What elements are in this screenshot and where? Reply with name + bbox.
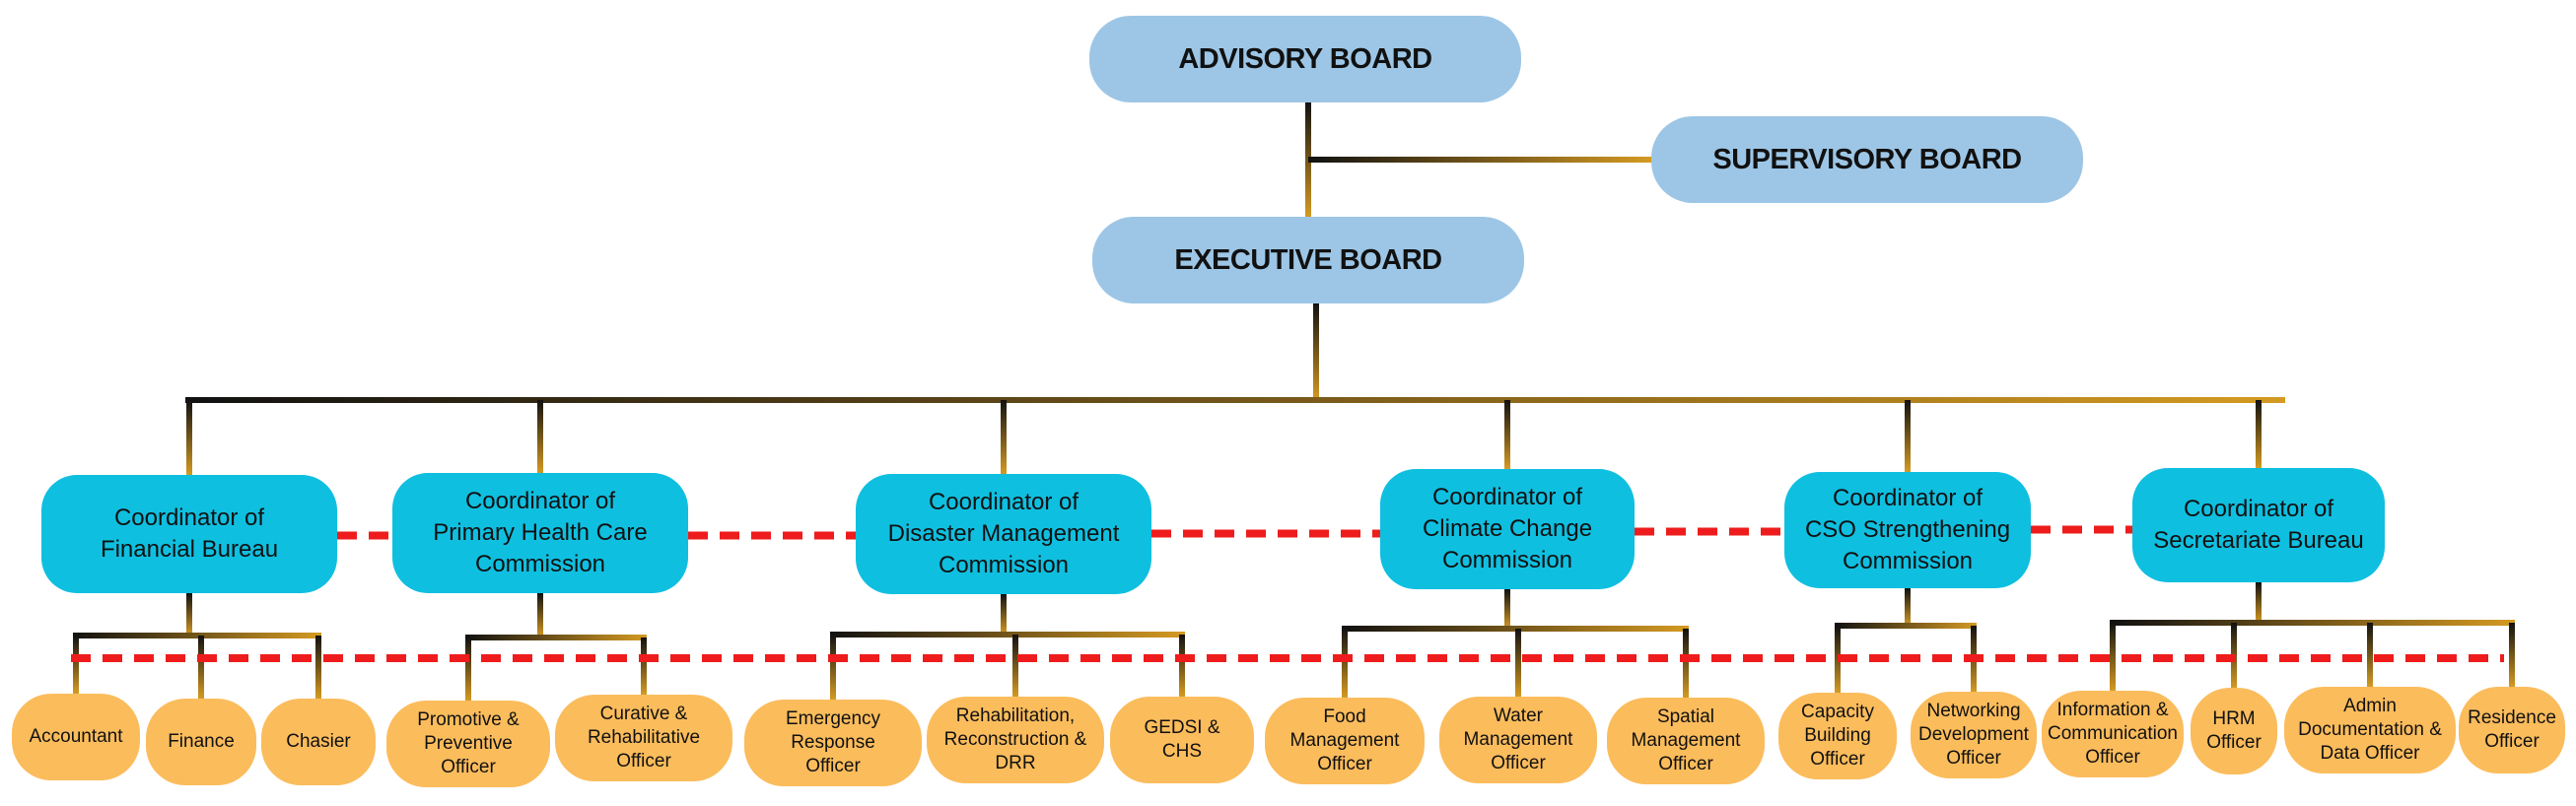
- officer-node-information-communication-officer[interactable]: Information & Communication Officer: [2042, 691, 2184, 777]
- officer-drop-line-3-3: [1179, 635, 1185, 697]
- officer-node-emergency-response-officer[interactable]: Emergency Response Officer: [744, 700, 922, 786]
- officer-drop-line-2-1: [465, 638, 471, 701]
- officer-bus-line-6: [2110, 620, 2515, 626]
- advisory-to-supervisory-line: [1308, 157, 1651, 163]
- officer-node-water-management-officer[interactable]: Water Management Officer: [1439, 697, 1597, 783]
- officer-node-curative-rehabilitative-officer[interactable]: Curative & Rehabilitative Officer: [555, 695, 732, 781]
- officer-node-accountant[interactable]: Accountant: [12, 694, 140, 780]
- coordinator-to-officer-bus-line-1: [186, 593, 192, 636]
- coordinator-to-officer-bus-line-3: [1001, 594, 1007, 635]
- officer-node-capacity-building-officer[interactable]: Capacity Building Officer: [1778, 693, 1897, 779]
- officer-drop-line-6-4: [2509, 623, 2515, 687]
- officer-node-spatial-management-officer[interactable]: Spatial Management Officer: [1607, 698, 1765, 784]
- officer-bus-line-1: [73, 633, 321, 638]
- executive-to-bus-line: [1313, 303, 1319, 400]
- coordinator-node-financial-bureau[interactable]: Coordinator of Financial Bureau: [41, 475, 337, 593]
- connector-lines: [73, 102, 2515, 701]
- officer-node-admin-documentation-data-officer[interactable]: Admin Documentation & Data Officer: [2284, 687, 2456, 773]
- bus-to-coordinator-line-1: [186, 400, 192, 475]
- officer-node-networking-development-officer[interactable]: Networking Development Officer: [1911, 692, 2037, 778]
- officer-node-rehabilitation-reconstruction-drr[interactable]: Rehabilitation, Reconstruction & DRR: [927, 697, 1104, 783]
- coordinator-to-officer-bus-line-2: [537, 593, 543, 638]
- officer-drop-line-3-1: [830, 635, 836, 700]
- bus-to-coordinator-line-2: [537, 400, 543, 473]
- bus-to-coordinator-line-3: [1001, 400, 1007, 474]
- coordinator-node-disaster-management-commission[interactable]: Coordinator of Disaster Management Commi…: [856, 474, 1151, 594]
- officer-node-food-management-officer[interactable]: Food Management Officer: [1265, 698, 1425, 784]
- officer-drop-line-4-3: [1683, 629, 1689, 698]
- coordinator-bus-line: [185, 397, 2285, 403]
- officer-drop-line-1-2: [198, 636, 204, 699]
- bus-to-coordinator-line-6: [2256, 400, 2262, 468]
- officer-drop-line-3-2: [1012, 635, 1018, 697]
- officer-bus-line-3: [830, 632, 1185, 638]
- coordinator-node-secretariate-bureau[interactable]: Coordinator of Secretariate Bureau: [2132, 468, 2385, 582]
- officer-drop-line-6-1: [2110, 623, 2116, 691]
- bus-to-coordinator-line-4: [1504, 400, 1510, 469]
- officer-drop-line-1-1: [73, 636, 79, 694]
- supervisory-board-node[interactable]: SUPERVISORY BOARD: [1651, 116, 2083, 203]
- coordinator-to-officer-bus-line-6: [2256, 582, 2262, 623]
- officer-drop-line-1-3: [315, 636, 321, 699]
- officer-node-gedsi-chs[interactable]: GEDSI & CHS: [1110, 697, 1254, 783]
- executive-board-node[interactable]: EXECUTIVE BOARD: [1092, 217, 1524, 303]
- advisory-board-node[interactable]: ADVISORY BOARD: [1089, 16, 1521, 102]
- coordinator-node-climate-change-commission[interactable]: Coordinator of Climate Change Commission: [1380, 469, 1635, 589]
- coordinator-to-officer-bus-line-4: [1504, 589, 1510, 629]
- coordination-dashed-lines: [71, 525, 2504, 662]
- officer-node-chasier[interactable]: Chasier: [261, 699, 376, 785]
- bus-to-coordinator-line-5: [1905, 400, 1911, 472]
- officer-drop-line-6-3: [2367, 623, 2373, 687]
- officer-drop-line-2-2: [641, 638, 647, 695]
- officer-node-hrm-officer[interactable]: HRM Officer: [2191, 688, 2277, 774]
- officer-drop-line-4-1: [1342, 629, 1348, 698]
- officer-bus-line-5: [1835, 623, 1977, 629]
- officer-bus-line-2: [465, 635, 647, 640]
- officer-node-residence-officer[interactable]: Residence Officer: [2459, 687, 2565, 773]
- officer-drop-line-4-2: [1515, 629, 1521, 697]
- coordinator-to-officer-bus-line-5: [1905, 588, 1911, 626]
- coordinator-node-cso-strengthening-commission[interactable]: Coordinator of CSO Strengthening Commiss…: [1784, 472, 2031, 588]
- officer-node-finance[interactable]: Finance: [146, 699, 256, 785]
- officer-node-promotive-preventive-officer[interactable]: Promotive & Preventive Officer: [386, 701, 550, 787]
- coordinator-node-primary-health-care-commission[interactable]: Coordinator of Primary Health Care Commi…: [392, 473, 688, 593]
